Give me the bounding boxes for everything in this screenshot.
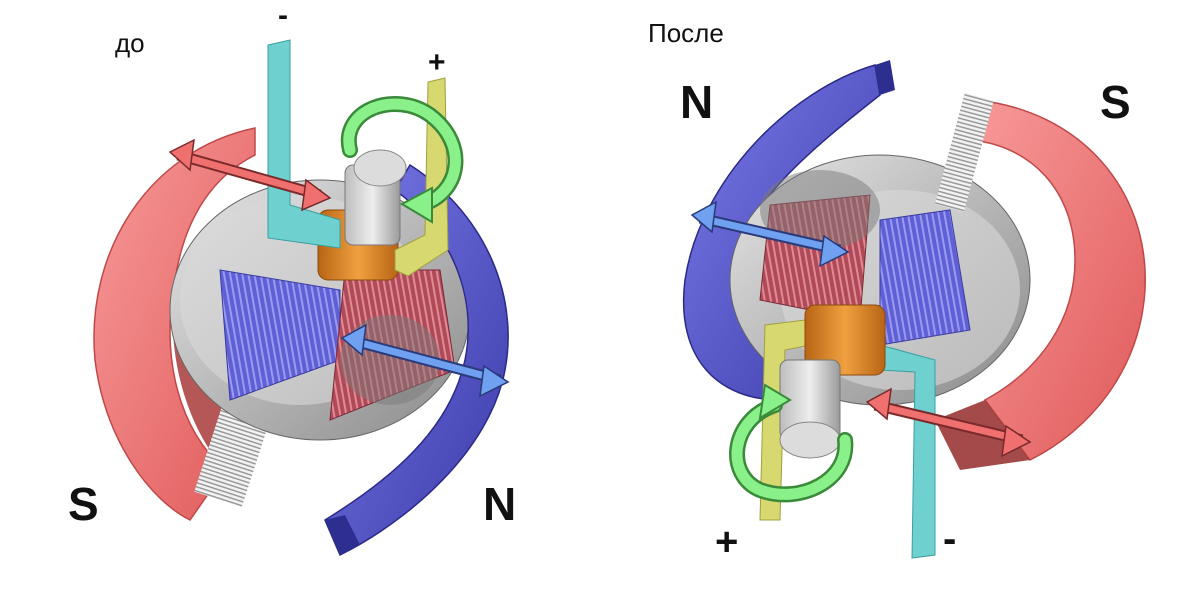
before-pole-right: N — [483, 478, 516, 530]
commutator-after — [779, 304, 886, 459]
after-panel: После N S + - — [648, 18, 1146, 564]
commutator — [317, 149, 407, 281]
before-title: до — [115, 28, 145, 58]
brush-negative — [267, 39, 341, 249]
before-pole-left: S — [68, 478, 99, 530]
after-terminal-negative: - — [943, 517, 956, 561]
after-title: После — [648, 18, 724, 48]
before-terminal-negative: - — [278, 0, 288, 32]
force-arrow-red-after — [865, 387, 1032, 458]
before-panel: до S N - + — [68, 0, 516, 557]
force-arrow-red — [168, 138, 332, 212]
coil-blue-after — [879, 209, 971, 346]
before-terminal-positive: + — [428, 46, 446, 79]
rotation-arrow — [340, 96, 464, 224]
force-arrow-blue-after — [690, 200, 850, 268]
after-pole-left: N — [680, 76, 713, 128]
after-pole-right: S — [1100, 76, 1131, 128]
force-arrow-blue — [340, 323, 510, 398]
after-terminal-positive: + — [715, 520, 738, 564]
rotation-arrow-after — [729, 383, 854, 503]
north-magnet — [324, 163, 509, 557]
